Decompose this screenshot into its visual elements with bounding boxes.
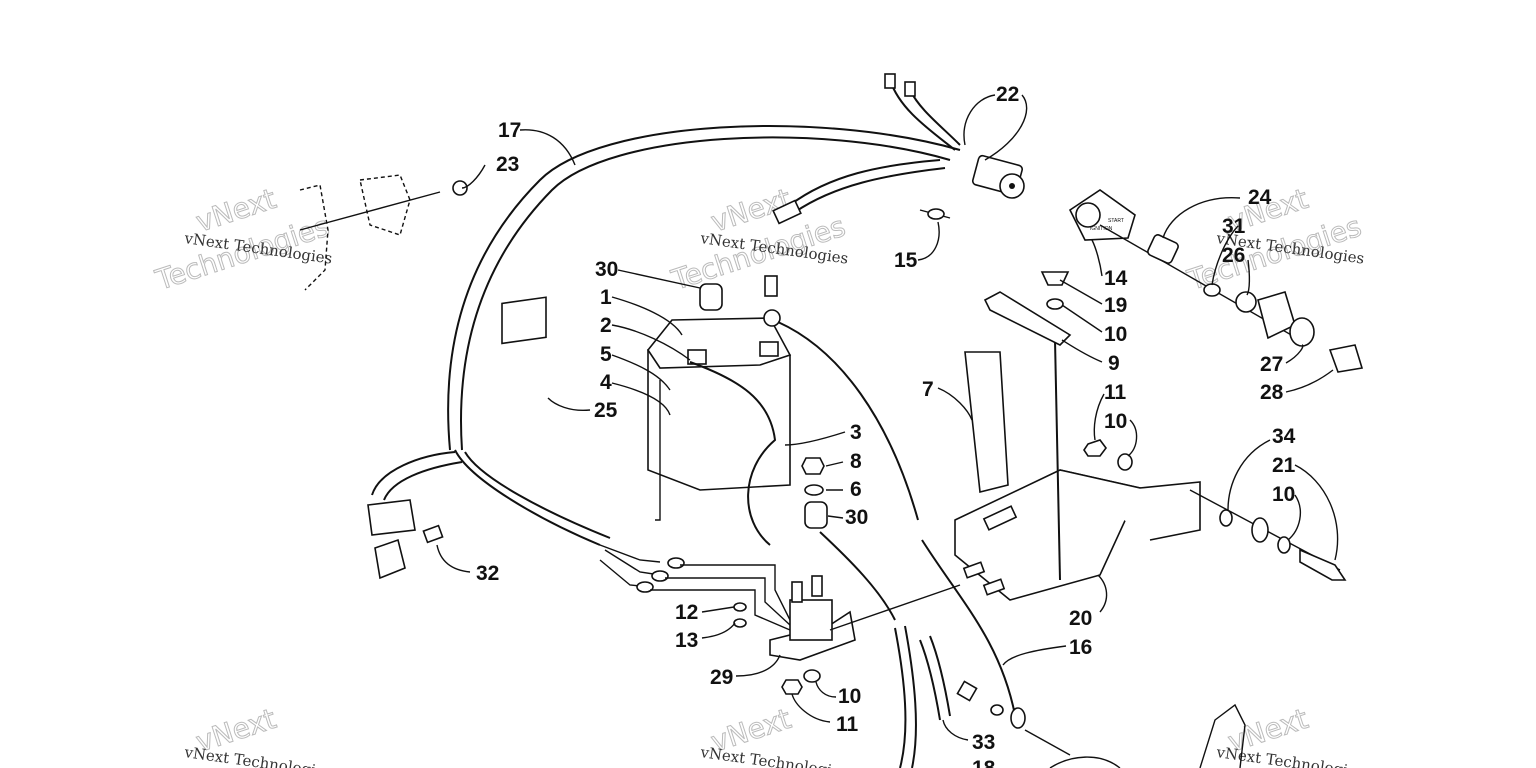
callout-2: 2	[600, 314, 612, 337]
callout-25: 25	[594, 399, 618, 422]
battery-tray	[954, 339, 1201, 601]
callout-27: 27	[1260, 353, 1283, 376]
cable-sleeve	[919, 635, 951, 721]
callout-30: 30	[595, 258, 618, 281]
callout-8: 8	[850, 450, 862, 473]
callout-33: 33	[972, 731, 995, 754]
tray-hardware	[1083, 439, 1133, 471]
watermark-top-center: vNext Technologies vNext Technologies	[667, 181, 850, 297]
hold-down-bar	[983, 271, 1072, 346]
callout-10-tray: 10	[1104, 410, 1127, 433]
callout-13: 13	[675, 629, 698, 652]
callout-4: 4	[600, 371, 612, 394]
callout-5: 5	[600, 343, 612, 366]
callout-19: 19	[1104, 294, 1127, 317]
inline-resistor	[919, 208, 951, 220]
watermark-top-left: vNext Technologies vNext Technologies	[151, 181, 334, 297]
dash-panel-bracket	[299, 174, 468, 291]
callout-30-lower: 30	[845, 506, 868, 529]
callout-7: 7	[922, 378, 934, 401]
warning-decal	[501, 296, 547, 345]
watermark-bottom-center: vNext vNext Technologies	[698, 701, 849, 768]
callout-31: 31	[1222, 215, 1246, 238]
battery-strap	[964, 351, 1009, 493]
leader-lines	[436, 94, 1339, 741]
callout-15: 15	[894, 249, 918, 272]
callout-28: 28	[1260, 381, 1284, 404]
svg-text:IGNITION: IGNITION	[1090, 226, 1113, 232]
svg-text:vNext Technologies: vNext Technologies	[182, 743, 333, 768]
callout-11: 11	[836, 713, 859, 736]
callout-32: 32	[476, 562, 499, 585]
callout-26: 26	[1222, 244, 1245, 267]
positive-cable	[763, 309, 1026, 729]
callout-3: 3	[850, 421, 862, 444]
svg-text:vNext Technologies: vNext Technologies	[698, 743, 849, 768]
callout-24: 24	[1248, 186, 1272, 209]
terminal-cap	[699, 283, 828, 529]
callout-6: 6	[850, 478, 862, 501]
bottom-right-parts	[1049, 703, 1246, 768]
callout-20: 20	[1069, 607, 1092, 630]
callout-22: 22	[996, 83, 1019, 106]
battery	[647, 317, 792, 546]
callout-18: 18	[972, 757, 996, 768]
watermark-bottom-left: vNext vNext Technologies	[182, 701, 333, 768]
callout-9: 9	[1108, 352, 1120, 375]
watermark-top-right: vNext Technologies vNext Technologies	[1183, 181, 1366, 297]
callout-23: 23	[496, 153, 519, 176]
callout-34: 34	[1272, 425, 1296, 448]
callout-29: 29	[710, 666, 733, 689]
callout-1: 1	[600, 286, 612, 309]
ignition-switch-connector	[772, 73, 1025, 225]
callout-14: 14	[1104, 267, 1128, 290]
callout-17: 17	[498, 119, 521, 142]
fuse-connector	[367, 499, 444, 580]
ignition-switch: IGNITION START	[1068, 189, 1364, 373]
bolt	[764, 275, 778, 297]
ground-cable	[894, 625, 1071, 768]
callout-12: 12	[675, 601, 698, 624]
callout-10-right: 10	[1272, 483, 1295, 506]
callout-10-upper: 10	[1104, 323, 1127, 346]
svg-text:START: START	[1108, 218, 1124, 224]
callout-16: 16	[1069, 636, 1092, 659]
starter-solenoid	[650, 564, 961, 695]
callout-21: 21	[1272, 454, 1296, 477]
callout-11-upper: 11	[1104, 381, 1127, 404]
tray-mount-hardware	[1189, 489, 1347, 581]
hardware-nut-8	[801, 457, 825, 496]
svg-text:vNext Technologies: vNext Technologies	[1214, 743, 1365, 768]
callout-10: 10	[838, 685, 861, 708]
watermark-bottom-right: vNext vNext Technologies	[1214, 701, 1365, 768]
part-callouts: 17 23 22 15 30 1 2 5 4 25 3 8 6 30 32 12…	[476, 83, 1296, 768]
